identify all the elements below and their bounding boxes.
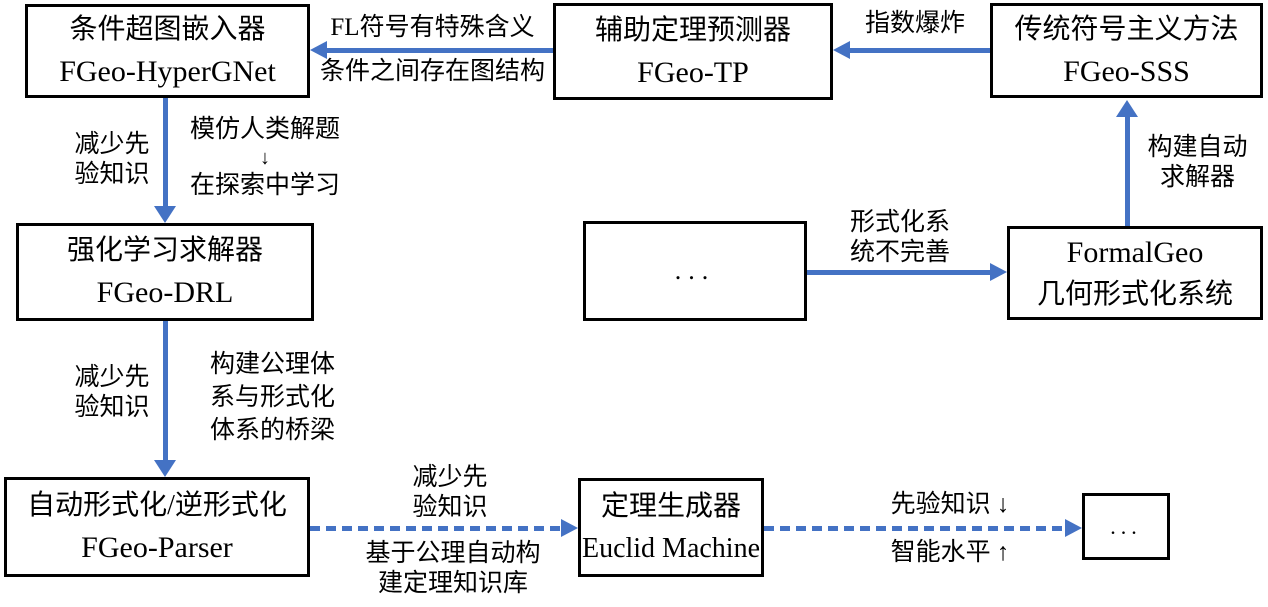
node-fgeo-parser: 自动形式化/逆形式化 FGeo-Parser xyxy=(4,477,310,577)
arrow-shaft xyxy=(807,269,990,275)
arrowhead-left-icon xyxy=(833,41,850,59)
node-euclid-machine: 定理生成器 Euclid Machine xyxy=(578,478,764,577)
edge-label-reduce-prior-a: 减少先 验知识 xyxy=(52,130,172,190)
node-subtitle: FGeo-SSS xyxy=(1063,54,1190,88)
label-line: 形式化系 xyxy=(849,209,950,236)
node-title: 辅助定理预测器 xyxy=(594,14,791,46)
arrow-shaft xyxy=(162,321,168,460)
node-title: ... xyxy=(674,256,716,285)
node-subtitle: FGeo-TP xyxy=(637,55,749,89)
label-line: 减少先 xyxy=(412,464,488,491)
edge-label-reduce-prior-c: 减少先 验知识 xyxy=(390,463,510,523)
node-subtitle: Euclid Machine xyxy=(581,532,761,564)
label-line: 验知识 xyxy=(74,394,150,421)
arrow-shaft xyxy=(850,47,990,53)
node-subtitle: FGeo-DRL xyxy=(96,276,234,309)
arrowhead-right-icon xyxy=(561,519,578,537)
node-fgeo-sss: 传统符号主义方法 FGeo-SSS xyxy=(990,3,1263,98)
arrow-shaft-dashed xyxy=(764,525,1065,531)
label-line: 验知识 xyxy=(412,494,488,521)
label-line: 验知识 xyxy=(74,161,150,188)
arrow-euclid-to-ellipsis xyxy=(764,519,1082,537)
arrow-ellipsis-to-formalgeo xyxy=(807,263,1007,281)
edge-label-bridge: 构建公理体 系与形式化 体系的桥梁 xyxy=(180,348,365,447)
label-line: 建定理知识库 xyxy=(377,570,528,597)
edge-label-fl-meaning: FL符号有特殊含义 xyxy=(330,14,535,41)
node-subtitle: FGeo-HyperGNet xyxy=(59,55,276,88)
node-subtitle: 几何形式化系统 xyxy=(1036,279,1233,310)
edge-label-graph-structure: 条件之间存在图结构 xyxy=(319,58,545,85)
arrow-parser-to-euclid xyxy=(310,519,578,537)
label-line: 在探索中学习 xyxy=(189,172,340,199)
node-title: 传统符号主义方法 xyxy=(1014,13,1239,45)
node-title: 条件超图嵌入器 xyxy=(69,14,266,45)
label-line: 减少先 xyxy=(74,131,150,158)
node-title: 定理生成器 xyxy=(600,490,741,522)
node-formalgeo: FormalGeo 几何形式化系统 xyxy=(1007,226,1263,320)
arrowhead-right-icon xyxy=(1065,519,1082,537)
edge-label-incomplete-system: 形式化系 统不完善 xyxy=(830,208,970,268)
arrowhead-left-icon xyxy=(310,41,327,59)
label-line: 模仿人类解题 xyxy=(189,116,340,143)
label-line: 体系的桥梁 xyxy=(209,417,335,444)
node-ellipsis-middle: ... xyxy=(583,221,807,321)
node-title: 自动形式化/逆形式化 xyxy=(27,490,287,521)
arrow-sss-to-tp xyxy=(833,41,990,59)
arrowhead-up-icon xyxy=(1116,100,1138,117)
node-title: FormalGeo xyxy=(1066,236,1204,269)
arrowhead-right-icon xyxy=(990,263,1007,281)
arrow-hypergnet-to-drl xyxy=(154,98,176,223)
label-line: 构建自动 xyxy=(1147,134,1248,161)
label-line: 系与形式化 xyxy=(209,384,335,411)
label-line: 统不完善 xyxy=(849,239,950,266)
label-line: 基于公理自动构 xyxy=(365,540,541,567)
edge-label-prior-down: 先验知识 ↓ xyxy=(890,491,1010,518)
edge-label-intel-up: 智能水平 ↑ xyxy=(890,539,1010,566)
arrow-drl-to-parser xyxy=(154,321,176,477)
node-fgeo-hypergnet: 条件超图嵌入器 FGeo-HyperGNet xyxy=(25,4,310,98)
arrowhead-down-icon xyxy=(154,206,176,223)
label-line: 减少先 xyxy=(74,364,150,391)
arrow-shaft-dashed xyxy=(310,525,561,531)
node-subtitle: FGeo-Parser xyxy=(81,531,233,564)
arrow-formalgeo-to-sss xyxy=(1116,100,1138,226)
edge-label-reduce-prior-b: 减少先 验知识 xyxy=(52,363,172,423)
edge-label-exp-explosion: 指数爆炸 xyxy=(864,10,965,37)
node-title: 强化学习求解器 xyxy=(66,235,263,266)
arrow-shaft xyxy=(1124,117,1130,226)
edge-label-build-solver: 构建自动 求解器 xyxy=(1135,133,1260,193)
node-fgeo-tp: 辅助定理预测器 FGeo-TP xyxy=(553,3,833,100)
edge-label-mimic-human: 模仿人类解题 ↓ 在探索中学习 xyxy=(172,115,358,201)
edge-label-axiom-kb: 基于公理自动构 建定理知识库 xyxy=(358,539,548,599)
node-ellipsis-end: ... xyxy=(1082,493,1170,560)
node-fgeo-drl: 强化学习求解器 FGeo-DRL xyxy=(16,223,314,321)
arrowhead-down-icon xyxy=(154,460,176,477)
arrow-shaft xyxy=(162,98,168,206)
label-line: 构建公理体 xyxy=(209,351,335,378)
node-title: ... xyxy=(1110,513,1142,539)
arrow-shaft xyxy=(327,47,553,53)
down-arrow-icon: ↓ xyxy=(260,147,270,169)
arrow-tp-to-hypergnet xyxy=(310,41,553,59)
label-line: 求解器 xyxy=(1159,164,1235,191)
